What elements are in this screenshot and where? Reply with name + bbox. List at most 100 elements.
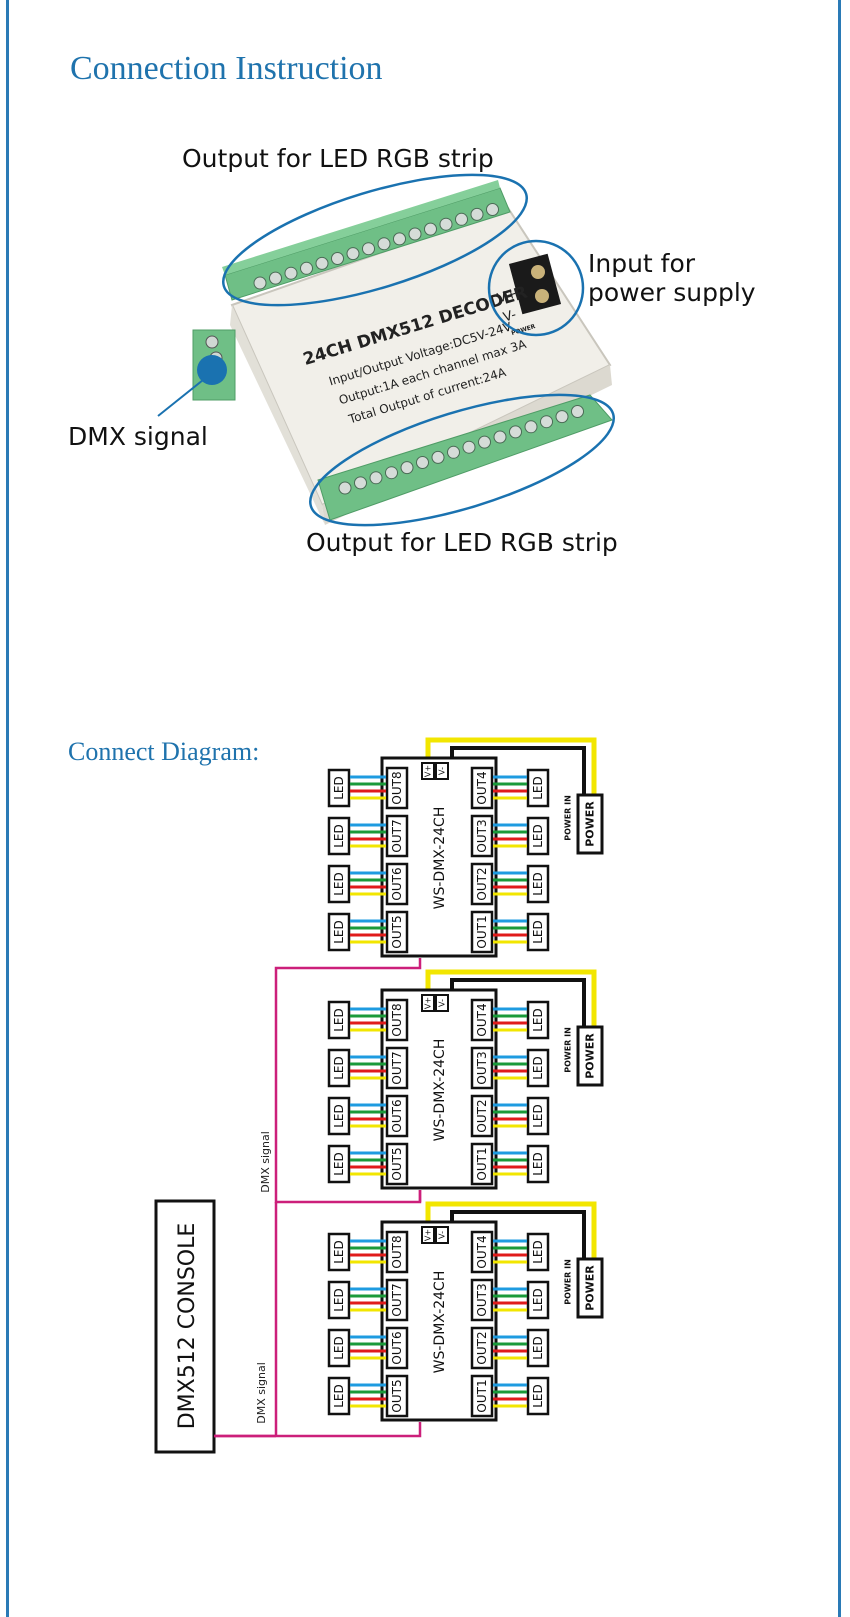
terminal-vplus: [421, 1226, 435, 1244]
device-power-minus: V-: [502, 307, 519, 325]
power-box: [576, 793, 604, 855]
terminal-block-bottom: [317, 394, 613, 521]
led-box: [327, 1144, 351, 1184]
output-port: [470, 1278, 494, 1322]
led-label: LED: [332, 1240, 346, 1264]
section-title-connection-instruction: Connection Instruction: [70, 50, 383, 87]
dmx-console-label: DMX512 CONSOLE: [175, 1223, 200, 1430]
led-label: LED: [332, 1152, 346, 1176]
dmx-wire-console-unit3: [214, 1422, 422, 1438]
output-port: [385, 910, 409, 954]
output-port-label: OUT8: [390, 1003, 404, 1036]
led-label: LED: [332, 1288, 346, 1312]
terminal-screw: [253, 276, 267, 290]
led-label: LED: [531, 824, 545, 848]
terminal-screw: [269, 271, 282, 285]
led-label: LED: [531, 1336, 545, 1360]
output-port: [385, 1046, 409, 1090]
terminal-screw: [555, 410, 569, 424]
led-box: [526, 1048, 550, 1088]
output-port: [470, 1230, 494, 1274]
power-in-label: POWER IN: [564, 1027, 573, 1073]
led-label: LED: [531, 920, 545, 944]
highlight-dmx-dot: [197, 355, 227, 385]
decoder-label: WS-DMX-24CH: [432, 1039, 448, 1142]
terminal-vminus-label: V-: [438, 1231, 447, 1239]
led-box: [327, 1048, 351, 1088]
output-port-label: OUT1: [475, 1147, 489, 1180]
output-port: [385, 1142, 409, 1186]
output-port: [470, 1094, 494, 1138]
terminal-vplus-label: V+: [424, 765, 433, 777]
output-port-label: OUT4: [475, 1003, 489, 1036]
led-label: LED: [531, 1288, 545, 1312]
output-port: [385, 1230, 409, 1274]
output-port-label: OUT3: [475, 819, 489, 852]
led-box: [526, 1000, 550, 1040]
led-box: [327, 1328, 351, 1368]
output-port-label: OUT7: [390, 1283, 404, 1316]
output-port-label: OUT8: [390, 771, 404, 804]
terminal-screw: [377, 237, 391, 251]
output-port-label: OUT3: [475, 1283, 489, 1316]
terminal-screw: [470, 207, 484, 221]
led-label: LED: [531, 1104, 545, 1128]
led-label: LED: [332, 920, 346, 944]
led-label: LED: [332, 824, 346, 848]
led-label: LED: [531, 1056, 545, 1080]
power-label: POWER: [584, 1265, 597, 1311]
terminal-vplus: [421, 762, 435, 780]
terminal-vplus: [421, 994, 435, 1012]
output-port: [470, 862, 494, 906]
output-port-label: OUT2: [475, 1331, 489, 1364]
led-label: LED: [531, 1384, 545, 1408]
terminal-vminus: [435, 1226, 449, 1244]
power-terminal: [508, 253, 562, 315]
terminal-screw: [300, 261, 313, 275]
terminal-screw: [400, 461, 414, 475]
led-box: [327, 1376, 351, 1416]
output-port: [470, 1374, 494, 1418]
terminal-screws-top: [253, 203, 499, 290]
led-box: [526, 816, 550, 856]
led-box: [526, 1096, 550, 1136]
highlight-output-bottom: [309, 393, 615, 527]
device-power-plus: V+: [496, 286, 519, 306]
power-label: POWER: [584, 1033, 597, 1079]
led-box: [526, 912, 550, 952]
dmx-console: DMX512 CONSOLE: [154, 1199, 216, 1454]
terminal-screw: [354, 476, 367, 490]
output-port: [470, 910, 494, 954]
led-box: [327, 1000, 351, 1040]
power-box: [576, 1025, 604, 1087]
terminal-vplus-label: V+: [424, 1229, 433, 1241]
output-port-label: OUT5: [390, 1147, 404, 1180]
led-label: LED: [531, 1240, 545, 1264]
led-box: [327, 1232, 351, 1272]
section-title-connect-diagram: Connect Diagram:: [68, 737, 260, 766]
terminal-screw: [524, 420, 538, 434]
output-port-label: OUT7: [390, 819, 404, 852]
decoder-illustration: 24CH DMX512 DECODER Input/Output Voltage…: [157, 173, 615, 527]
led-label: LED: [332, 872, 346, 896]
terminal-vminus: [435, 762, 449, 780]
terminal-vplus-label: V+: [424, 997, 433, 1009]
led-box: [526, 1376, 550, 1416]
terminal-screw: [416, 456, 429, 469]
terminal-screw: [393, 232, 406, 246]
output-port: [385, 998, 409, 1042]
terminal-screw: [540, 415, 553, 429]
output-port-label: OUT1: [475, 915, 489, 948]
output-port: [470, 998, 494, 1042]
dmx-pointer-line: [157, 379, 204, 417]
label-dmx-signal: DMX signal: [68, 422, 208, 451]
terminal-screw: [362, 242, 375, 256]
output-port-label: OUT6: [390, 867, 404, 900]
led-box: [526, 1328, 550, 1368]
power-wire-positive: [425, 737, 597, 795]
power-in-label: POWER IN: [564, 1259, 573, 1305]
terminal-vminus: [435, 994, 449, 1012]
